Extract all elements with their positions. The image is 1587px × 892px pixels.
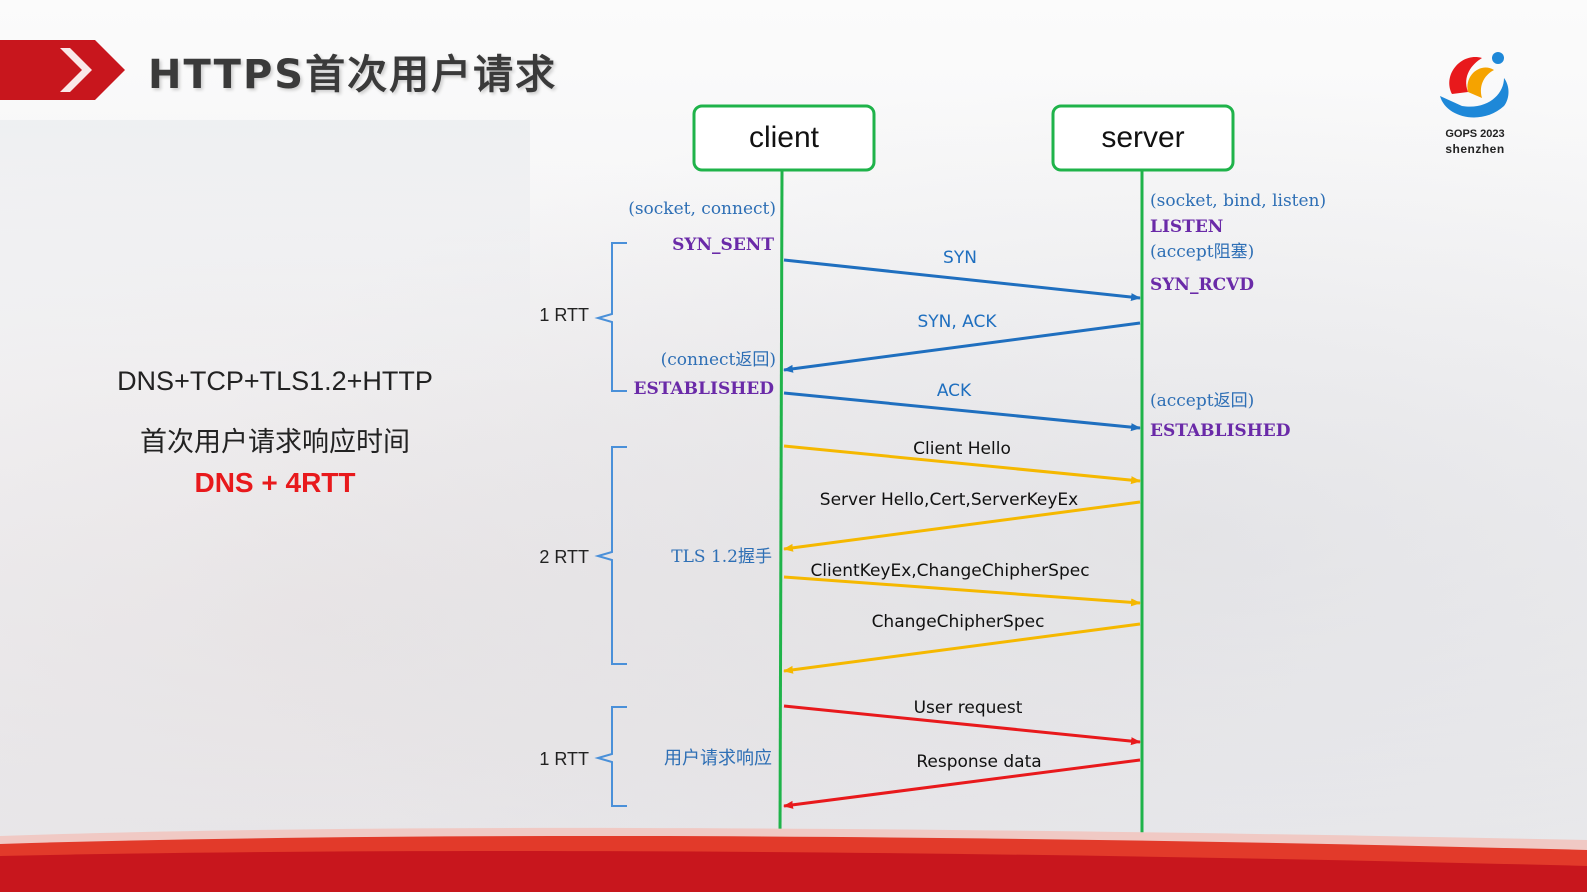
client-note-socket-connect: (socket, connect) [628,199,776,219]
message-label-change-cipher-spec: ChangeChipherSpec [872,612,1045,632]
message-label-client-hello: Client Hello [913,439,1011,459]
message-label-syn-ack: SYN, ACK [917,312,997,332]
message-arrow-response-data [783,758,1141,809]
server-note-accept-block: (accept阻塞) [1150,242,1254,262]
background-photo-screen [0,120,530,380]
message-label-user-request: User request [914,698,1023,718]
page-title: HTTPS首次用户请求 [148,52,558,98]
server-state-syn-rcvd: SYN_RCVD [1150,275,1254,295]
message-arrow-change-cipher-spec [783,622,1141,674]
client-note-connect-return: (connect返回) [661,350,776,370]
summary-protocols: DNS+TCP+TLS1.2+HTTP [117,366,433,396]
message-arrow-client-key-exchange [783,575,1141,607]
message-label-syn: SYN [943,248,977,268]
gops-logo: GOPS 2023 shenzhen [1432,44,1518,159]
client-label: client [749,121,820,154]
message-label-ack: ACK [937,381,972,401]
message-arrow-server-hello [783,500,1141,552]
message-arrow-user-request [783,704,1141,746]
message-label-client-key-exchange: ClientKeyEx,ChangeChipherSpec [810,561,1089,581]
logo-event-text: GOPS 2023 [1445,128,1505,140]
client-box [692,104,876,172]
server-label: server [1101,121,1184,154]
gops-logo-mark [1440,52,1509,118]
summary-total-rtt: DNS + 4RTT [194,467,356,498]
message-arrow-syn-ack [783,321,1141,373]
rtt-brace-tcp [594,242,627,392]
message-arrow-client-hello [783,444,1141,485]
rtt-brace-http [594,706,627,807]
client-lifeline [778,170,789,843]
summary-description: 首次用户请求响应时间 [140,427,410,458]
message-arrow-ack [783,391,1141,432]
client-note-tls-handshake: TLS 1.2握手 [671,547,772,567]
server-note-accept-return: (accept返回) [1150,391,1254,411]
client-state-established: ESTABLISHED [634,379,775,399]
server-state-established: ESTABLISHED [1150,421,1291,441]
bottom-decorative-band [0,827,1587,892]
message-label-server-hello: Server Hello,Cert,ServerKeyEx [820,490,1078,510]
rtt-brace-tls [594,446,627,665]
title-banner-arrow [0,40,125,100]
client-state-syn-sent: SYN_SENT [672,235,774,255]
server-box [1051,104,1235,172]
server-state-listen: LISTEN [1150,217,1223,237]
rtt-label-http: 1 RTT [539,749,589,769]
rtt-label-tls: 2 RTT [539,547,589,567]
client-note-user-response: 用户请求响应 [664,748,772,769]
message-arrow-syn [783,258,1141,302]
rtt-label-tcp: 1 RTT [539,305,589,325]
message-label-response-data: Response data [916,752,1041,772]
logo-city-text: shenzhen [1445,142,1505,156]
server-note-socket-bind-listen: (socket, bind, listen) [1150,191,1326,211]
